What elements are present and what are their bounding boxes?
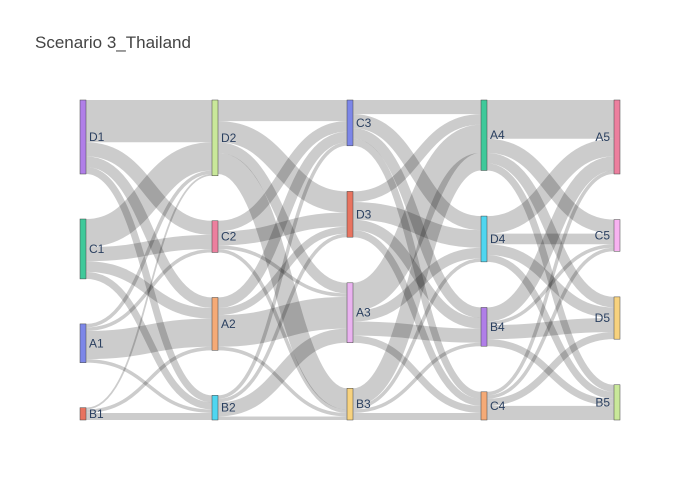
link-c1-d2 bbox=[85, 142, 213, 248]
node-c5[interactable] bbox=[613, 219, 621, 252]
link-a1-c2 bbox=[85, 248, 213, 331]
link-c3-c4 bbox=[352, 138, 482, 399]
node-d1[interactable] bbox=[79, 99, 87, 175]
node-d3[interactable] bbox=[346, 191, 354, 238]
link-d2-a3 bbox=[217, 142, 348, 294]
link-b2-c3 bbox=[217, 142, 348, 399]
node-c2[interactable] bbox=[211, 220, 219, 253]
node-label-c2: C2 bbox=[221, 230, 237, 244]
link-a4-b5 bbox=[486, 163, 615, 392]
node-label-c5: C5 bbox=[595, 228, 611, 242]
link-c2-d3 bbox=[217, 212, 348, 246]
link-c3-b4 bbox=[352, 128, 482, 319]
link-b2-d3 bbox=[217, 233, 348, 403]
link-b1-d2 bbox=[85, 174, 213, 410]
link-a3-c4 bbox=[352, 335, 482, 413]
link-d4-d5 bbox=[486, 244, 615, 319]
node-label-b4: B4 bbox=[490, 320, 505, 334]
node-label-a2: A2 bbox=[221, 317, 236, 331]
link-a1-d2 bbox=[85, 170, 213, 328]
link-c4-d5 bbox=[486, 332, 615, 406]
node-b1[interactable] bbox=[79, 407, 87, 421]
node-label-a1: A1 bbox=[89, 336, 104, 350]
link-d4-a5 bbox=[486, 138, 615, 234]
chart-title: Scenario 3_Thailand bbox=[35, 33, 191, 52]
link-b2-a3 bbox=[217, 328, 348, 417]
node-label-b5: B5 bbox=[595, 395, 610, 409]
link-d3-d4 bbox=[352, 201, 482, 248]
link-c4-a5 bbox=[486, 170, 615, 396]
node-label-c4: C4 bbox=[490, 399, 506, 413]
link-a2-b3 bbox=[217, 346, 348, 417]
node-label-a3: A3 bbox=[356, 306, 371, 320]
node-label-a4: A4 bbox=[490, 128, 505, 142]
node-d2[interactable] bbox=[211, 99, 219, 177]
link-b3-b4 bbox=[352, 342, 482, 413]
link-a2-a3 bbox=[217, 296, 348, 347]
link-b4-d5 bbox=[486, 318, 615, 340]
link-b4-c5 bbox=[486, 244, 615, 326]
node-b3[interactable] bbox=[346, 388, 354, 421]
link-a4-d5 bbox=[486, 152, 615, 308]
link-b1-a2 bbox=[85, 346, 213, 413]
node-label-d2: D2 bbox=[221, 131, 237, 145]
node-label-c1: C1 bbox=[89, 242, 105, 256]
link-a3-d4 bbox=[352, 247, 482, 322]
link-a4-c5 bbox=[486, 138, 615, 234]
link-c1-c2 bbox=[85, 234, 213, 262]
link-d3-c4 bbox=[352, 230, 482, 406]
link-d4-b5 bbox=[486, 254, 615, 399]
link-a2-d3 bbox=[217, 226, 348, 316]
node-b5[interactable] bbox=[613, 384, 621, 421]
nodes-layer bbox=[79, 99, 621, 421]
node-label-b1: B1 bbox=[89, 407, 104, 421]
link-c1-b2 bbox=[85, 271, 213, 410]
link-c2-c3 bbox=[217, 121, 348, 232]
node-c3[interactable] bbox=[346, 99, 354, 147]
node-label-d4: D4 bbox=[490, 232, 506, 246]
node-b4[interactable] bbox=[480, 307, 488, 347]
node-a2[interactable] bbox=[211, 297, 219, 351]
node-b2[interactable] bbox=[211, 395, 219, 421]
link-b4-b5 bbox=[486, 339, 615, 406]
node-c4[interactable] bbox=[480, 391, 488, 421]
link-c1-a2 bbox=[85, 261, 213, 319]
node-d5[interactable] bbox=[613, 296, 621, 340]
links-layer bbox=[85, 99, 615, 420]
link-a1-b2 bbox=[85, 359, 213, 413]
node-a1[interactable] bbox=[79, 323, 87, 363]
node-label-b2: B2 bbox=[221, 401, 236, 415]
link-c2-a3 bbox=[217, 245, 348, 297]
node-a3[interactable] bbox=[346, 282, 354, 343]
link-d1-c2 bbox=[85, 142, 213, 235]
link-c3-d4 bbox=[352, 114, 482, 231]
link-c4-c5 bbox=[486, 247, 615, 399]
link-a2-c3 bbox=[217, 131, 348, 309]
link-b4-a5 bbox=[486, 156, 615, 322]
node-a5[interactable] bbox=[613, 99, 621, 175]
node-label-b3: B3 bbox=[356, 397, 371, 411]
link-b3-a4 bbox=[351, 152, 483, 406]
link-a1-a2 bbox=[85, 318, 213, 360]
link-d2-b3 bbox=[216, 152, 349, 410]
node-d4[interactable] bbox=[480, 215, 488, 263]
link-d1-a2 bbox=[85, 156, 213, 309]
link-d3-b4 bbox=[352, 219, 482, 329]
node-label-d1: D1 bbox=[89, 130, 105, 144]
node-label-d3: D3 bbox=[356, 207, 372, 221]
node-a4[interactable] bbox=[480, 99, 488, 171]
link-d2-d3 bbox=[217, 121, 348, 213]
link-c2-b3 bbox=[217, 248, 348, 413]
node-label-c3: C3 bbox=[356, 116, 372, 130]
link-b3-d4 bbox=[352, 258, 482, 410]
link-d1-b2 bbox=[85, 166, 213, 403]
node-c1[interactable] bbox=[79, 218, 87, 280]
link-d3-a4 bbox=[352, 114, 482, 202]
link-a3-b4 bbox=[352, 321, 482, 343]
link-a3-a4 bbox=[351, 124, 483, 311]
node-label-a5: A5 bbox=[595, 130, 610, 144]
node-label-d5: D5 bbox=[595, 311, 611, 325]
